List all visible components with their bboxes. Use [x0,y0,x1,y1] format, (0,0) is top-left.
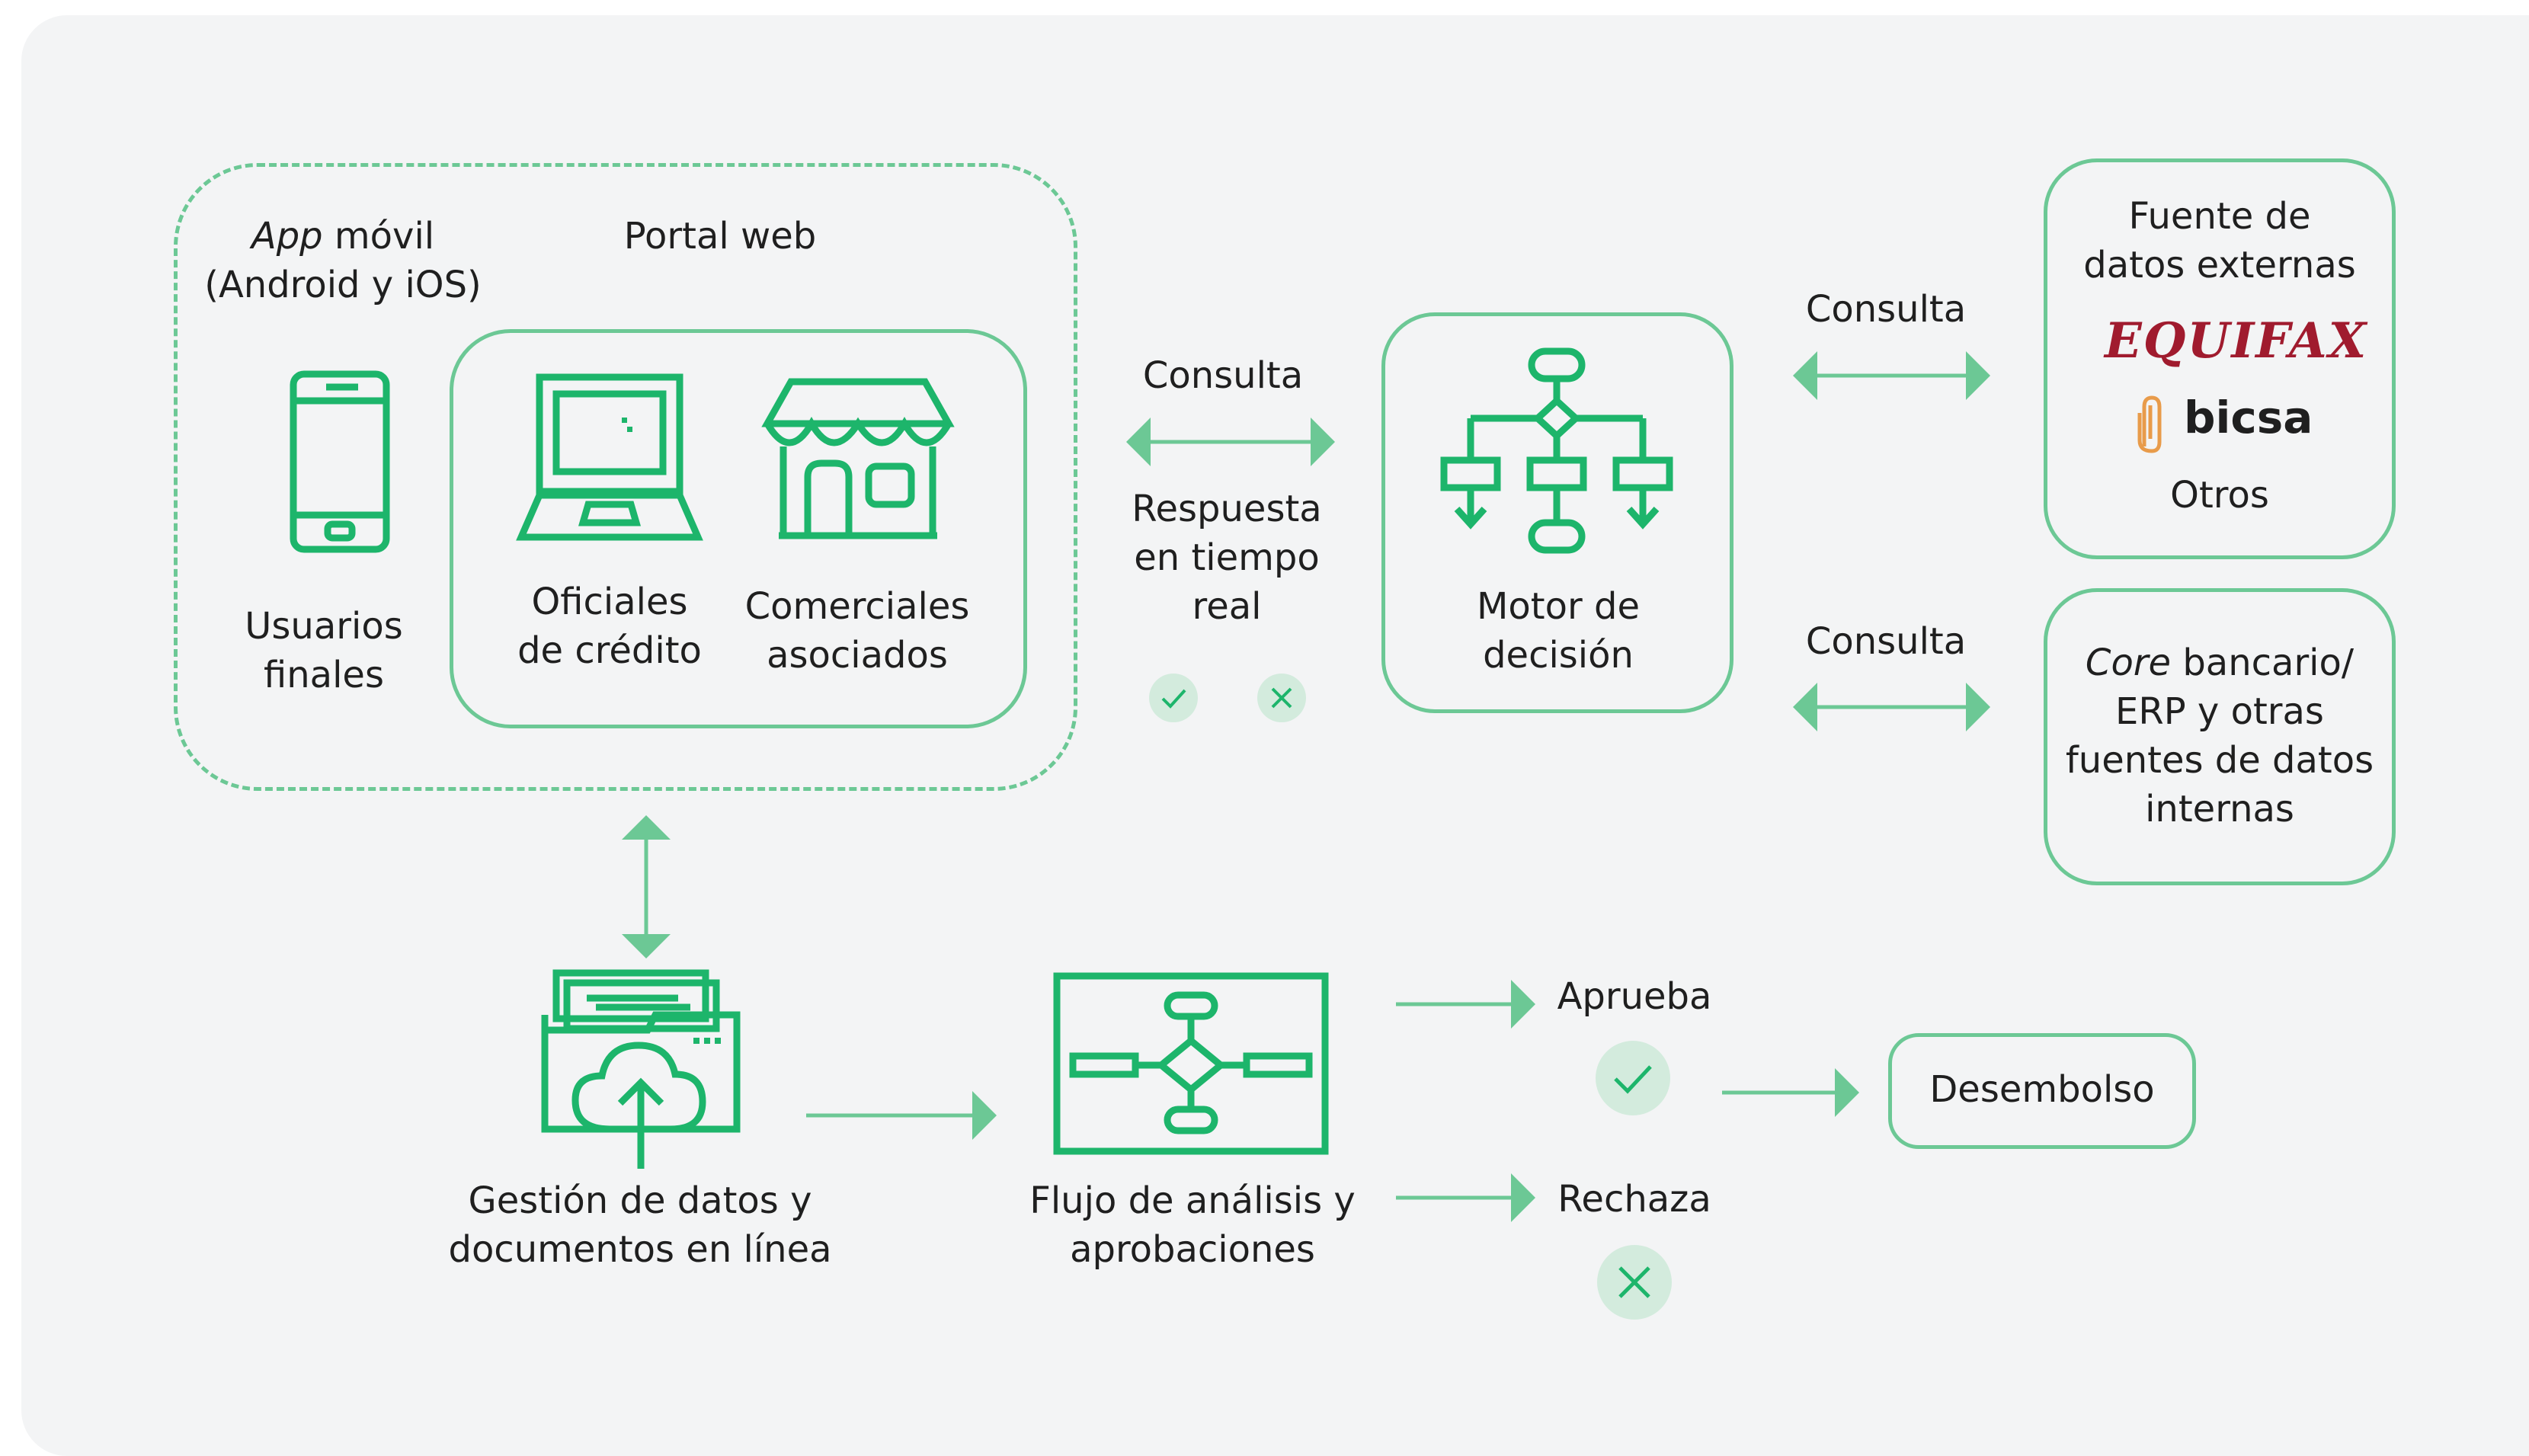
arrow-engine-external [1793,351,1990,400]
check-icon [1161,689,1186,709]
disburse-box [1888,1033,2196,1149]
consulta-bottom-label: Consulta [1805,620,1967,663]
portal-web-group [450,329,1027,728]
arrow-channels-engine [1126,418,1335,466]
external-sources-label: Fuente de datos externas [2083,195,2356,286]
cross-icon [1618,1266,1650,1298]
merchants-label: Comerciales asociados [744,585,970,677]
equifax-logo: EQUIFAX [2105,312,2368,370]
officers-label: Oficiales de crédito [517,581,702,672]
app-label: App móvil (Android y iOS) [204,215,482,306]
external-sources-box [2044,158,2396,559]
channels-group [174,163,1077,791]
decision-engine-box [1381,312,1733,713]
docs-label: Gestión de datos y documentos en línea [448,1179,832,1271]
cross-icon [1271,687,1292,709]
approve-label: Aprueba [1557,975,1712,1018]
bicsa-wordmark: bicsa [2184,392,2313,443]
smartphone-icon [290,370,390,553]
otros-label: Otros [2170,474,2269,517]
disburse-label: Desembolso [1929,1068,2155,1111]
check-badge-small [1149,674,1198,722]
internal-sources-box [2044,588,2396,885]
arrow-analysis-reject [1396,1173,1535,1222]
diagram-background [21,15,2529,1456]
arrow-channels-docs [622,815,671,958]
check-icon [1614,1065,1652,1094]
portal-label: Portal web [623,215,817,258]
cloud-upload-folder-icon [541,969,741,1169]
consulta-top-label: Consulta [1805,288,1967,331]
arrow-approve-disburse [1722,1068,1859,1117]
arrow-analysis-approve [1396,980,1535,1029]
approval-flowchart-icon [1053,972,1329,1155]
engine-label: Motor de decisión [1477,585,1640,677]
decision-flowchart-icon [1440,347,1673,554]
approve-badge [1596,1041,1670,1115]
laptop-icon [516,373,703,541]
cross-badge-small [1257,674,1306,722]
internal-sources-label: Core bancario/ ERP y otras fuentes de da… [2065,642,2374,830]
reject-label: Rechaza [1557,1178,1711,1221]
users-label: Usuarios finales [245,605,403,696]
respuesta-label: Respuesta en tiempo real [1132,488,1322,628]
arrow-docs-analysis [806,1091,997,1140]
arrow-engine-internal [1793,683,1990,731]
bicsa-clip-icon [2137,395,2162,453]
analysis-label: Flujo de análisis y aprobaciones [1029,1179,1356,1271]
storefront-icon [761,378,955,539]
reject-badge [1597,1245,1672,1320]
consulta-center-label: Consulta [1142,354,1304,397]
